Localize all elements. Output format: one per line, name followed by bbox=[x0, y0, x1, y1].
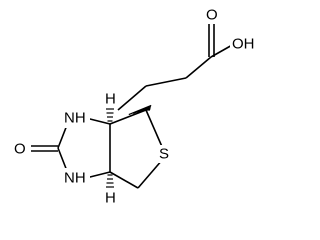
atom-label-carbonyl-o: O bbox=[14, 141, 26, 158]
atom-label-oh: OH bbox=[232, 36, 255, 53]
bond-s-ch2 bbox=[137, 158, 164, 189]
bond-chain-2 bbox=[117, 85, 147, 111]
bond-c6a-c4 bbox=[109, 109, 147, 125]
bond-carboxyl-chain bbox=[185, 56, 212, 79]
atom-label-h-bottom: H bbox=[105, 190, 116, 207]
bond-c2-nh bbox=[57, 147, 68, 172]
hashed-wedge-h-top bbox=[106, 108, 114, 122]
bond-ch2-c3a bbox=[109, 171, 139, 189]
hashed-wedge-h-bottom bbox=[106, 174, 114, 188]
atom-labels: OH O NH NH O S H H bbox=[12, 6, 260, 207]
bond-nh-c2 bbox=[57, 124, 68, 149]
atom-label-sulfur: S bbox=[159, 146, 169, 163]
atom-label-nh-bottom: NH bbox=[64, 170, 86, 187]
bond-chain-1 bbox=[145, 77, 187, 87]
atom-label-acid-o: O bbox=[206, 7, 218, 24]
molecule-structure: OH O NH NH O S H H bbox=[12, 6, 260, 207]
bonds bbox=[31, 22, 235, 189]
atom-label-h-top: H bbox=[105, 91, 116, 108]
bond-c4-s bbox=[145, 109, 164, 150]
atom-label-nh-top: NH bbox=[64, 110, 86, 127]
